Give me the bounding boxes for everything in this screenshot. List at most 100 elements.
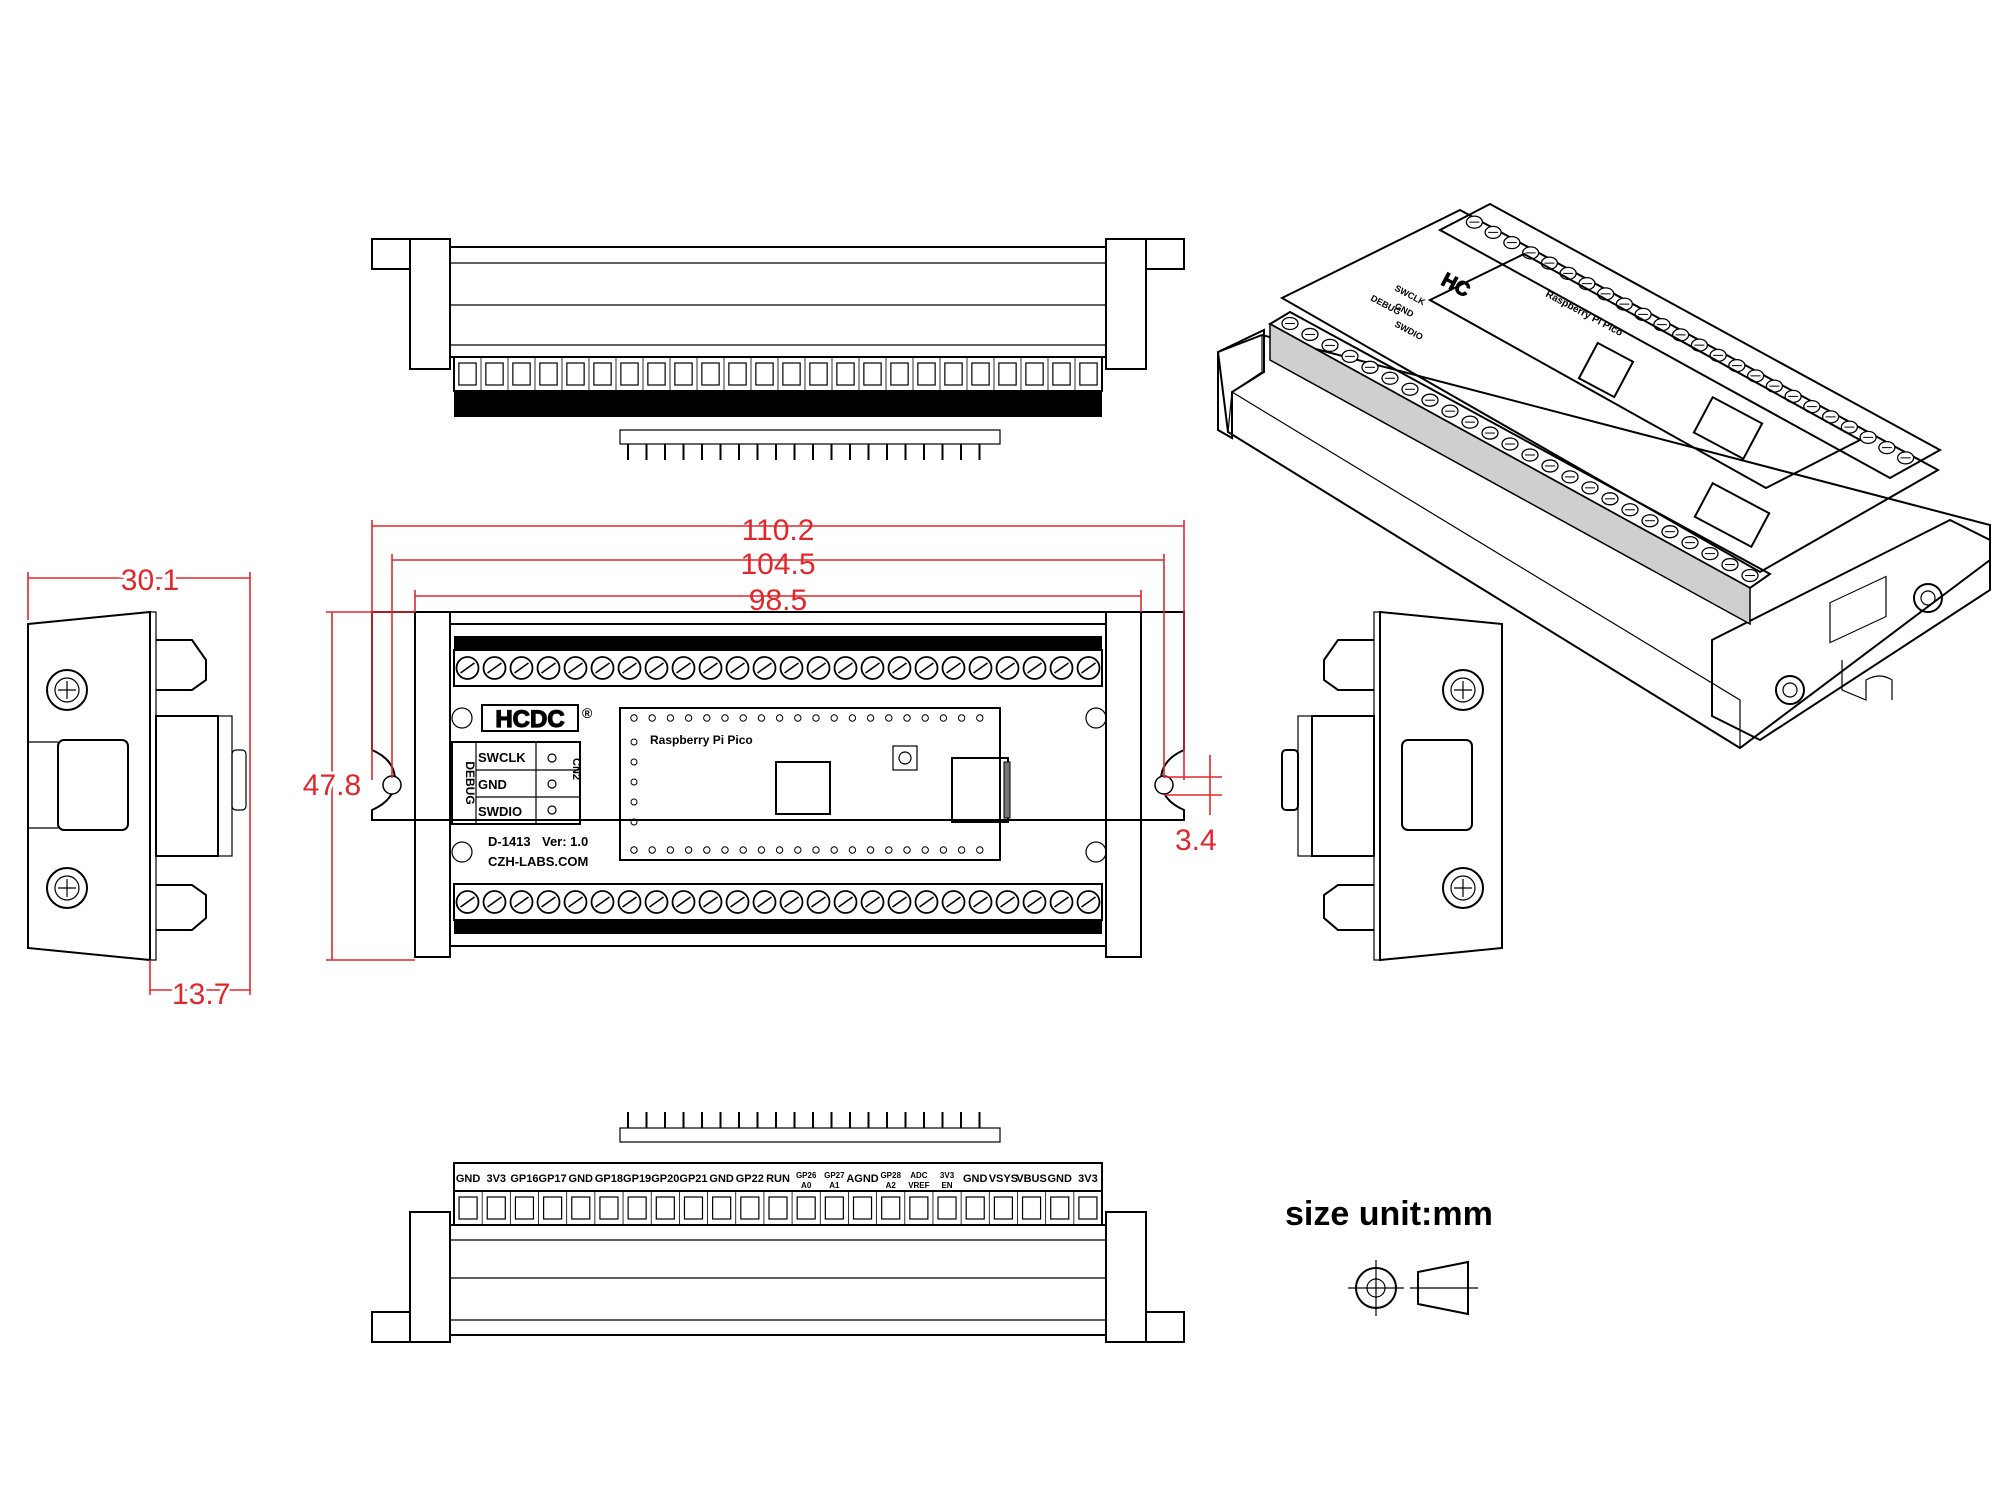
terminal-slot [965,1196,985,1220]
terminal-label: RUN [766,1173,790,1185]
terminal-label: 3V3 [486,1173,506,1185]
terminal-label: GND [968,397,993,409]
screw-slot [595,896,610,908]
screw-slot [811,662,826,674]
pico-hole [921,846,929,854]
pico-hole [866,714,875,722]
screw-slot [568,896,583,908]
terminal-slot [809,362,828,386]
screw-slot [595,662,610,674]
screw-slot [946,896,961,908]
terminal-slot [998,362,1017,386]
terminal-slot [701,362,720,386]
screw-slot [892,896,907,908]
pico-hole [630,738,638,746]
terminal-label: GP21 [679,1173,707,1185]
pico-hole [848,846,857,854]
terminal-label-line: GP26 [796,1171,817,1180]
terminal-label: GP3 [915,397,937,409]
screw-slot [649,896,664,908]
pico-hole [939,846,948,854]
bottom-header-pins [627,1112,981,1128]
pico-hole [903,714,911,722]
terminal-slot [486,1196,506,1220]
terminal-slot [566,362,585,386]
pico-hole [794,714,802,722]
terminal-label-line: GP28 [880,1171,901,1180]
pico-hole [794,846,802,854]
terminal-slot [514,1196,535,1220]
debug-pin-swclk: SWCLK [478,750,526,765]
terminal-slot [627,1196,647,1220]
terminal-slot [655,1196,675,1220]
terminal-label: GP7 [780,397,802,409]
terminal-slot [458,1196,478,1220]
screw-slot [1081,896,1096,908]
screw-slot [730,896,745,908]
pico-hole [976,714,984,722]
screw-slot [487,662,502,674]
board-website: CZH-LABS.COM [488,854,588,869]
screw-slot [946,662,961,674]
screw-slot [919,896,934,908]
screw-slot [784,896,799,908]
terminal-label: GP9 [726,397,748,409]
terminal-label: GND [1049,397,1074,409]
terminal-label: GP6 [807,397,829,409]
dim-depth: 30.1 [121,564,179,597]
screw-slot [973,662,988,674]
terminal-slot [852,1196,873,1220]
terminal-label: 3V3 [1079,397,1099,409]
terminal-label: GP4 [888,397,911,409]
screw-slot [1081,662,1096,674]
dim-rail-offset: 13.7 [172,978,230,1011]
pico-hole [739,714,747,722]
pico-hole [885,714,893,722]
front-top-screw-terminals [455,656,1101,680]
terminal-label: GP0 [1023,397,1045,409]
screw-slot [973,896,988,908]
isometric-view: Raspberry Pi Pico HC DEBUG SWCLK GND SWD… [1216,202,1991,750]
pico-hole [721,714,729,722]
screw-slot [865,662,880,674]
debug-pin-swdio: SWDIO [478,804,522,819]
pico-hole [703,714,711,722]
pico-hole [921,714,929,722]
terminal-label-line: ADC [910,1171,928,1180]
screw-slot [1027,662,1042,674]
screw-slot [1000,662,1015,674]
terminal-slot [728,362,747,386]
terminal-label: GP5 [861,397,883,409]
terminal-label: 3V3 [1078,1173,1098,1185]
pico-hole [703,846,711,854]
terminal-label: GND [563,397,588,409]
units-legend: size unit:mm [1285,1195,1493,1316]
screw-slot [892,662,907,674]
terminal-slot [674,362,693,386]
terminal-label-line: VREF [908,1181,929,1190]
screw-slot [460,896,475,908]
screw-slot [838,896,853,908]
terminal-slot [768,1196,788,1220]
top-header-pins [627,444,981,460]
screw-slot [865,896,880,908]
pico-hole [721,846,729,854]
screw-slot [676,662,691,674]
terminal-slot [890,362,909,386]
terminal-label: GP17 [539,1173,567,1185]
terminal-slot [1025,362,1044,386]
front-bottom-screw-terminals [455,890,1101,914]
terminal-label: GND [963,1173,988,1185]
terminal-label-line: GP27 [824,1171,845,1180]
screw-slot [784,662,799,674]
left-end-screw-bottom [46,867,88,909]
screw-slot [919,662,934,674]
iso-debug-swdio: SWDIO [1393,319,1425,342]
pico-hole [666,846,675,854]
screw-slot [676,896,691,908]
